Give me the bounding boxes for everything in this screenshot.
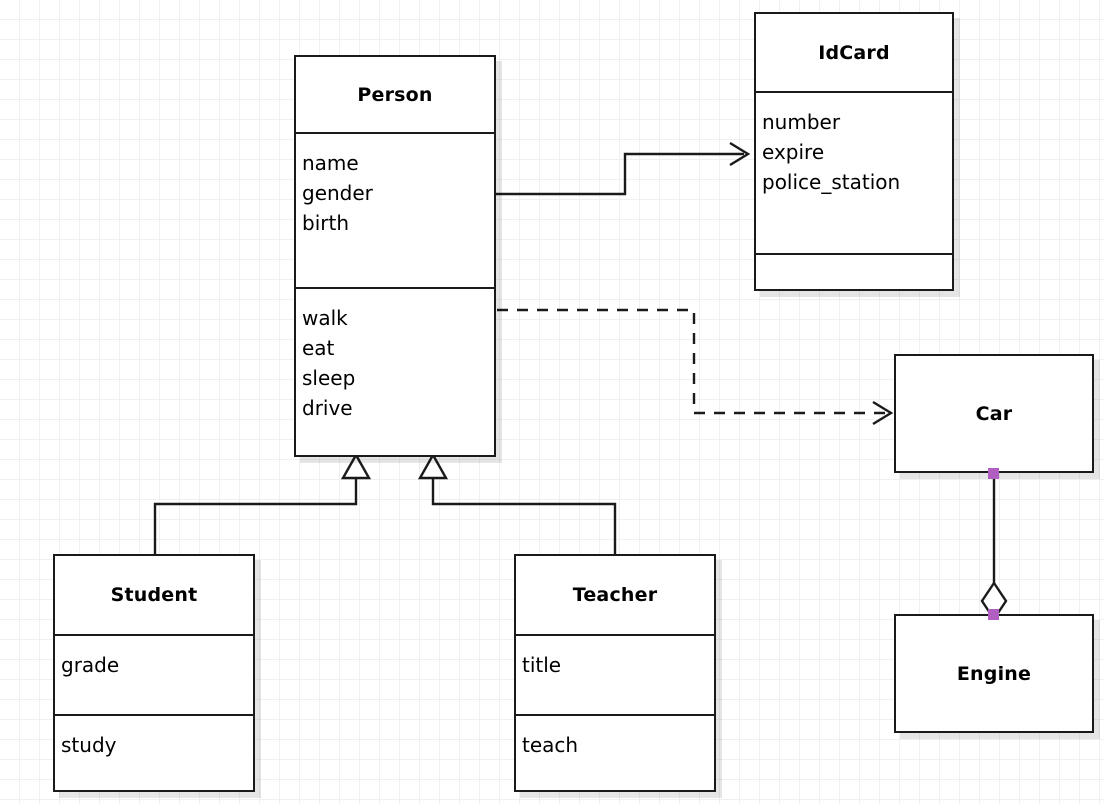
class-attributes-compartment: title [516,634,714,714]
class-box-person[interactable]: Person name gender birth walk eat sleep … [294,55,496,457]
attribute-item: expire [762,140,825,164]
attribute-item: name [302,151,359,175]
method-item: sleep [302,366,356,390]
class-name-idcard: IdCard [818,41,890,64]
edge-handle-engine-end[interactable] [988,609,999,620]
class-attributes-compartment: name gender birth [296,132,494,287]
class-methods-compartment: study [55,714,253,794]
method-item: eat [302,336,335,360]
class-name-car: Car [975,402,1013,425]
edge-student-person[interactable] [153,452,372,554]
edge-person-car[interactable] [497,308,894,426]
class-methods-compartment [756,253,952,289]
class-attributes-compartment: number expire police_station [756,91,952,253]
class-name-teacher: Teacher [572,584,658,606]
edge-car-engine[interactable] [980,473,1008,622]
edge-person-idcard[interactable] [494,141,751,196]
class-box-student[interactable]: Student grade study [53,554,255,792]
class-methods-compartment: walk eat sleep drive [296,287,494,459]
attribute-item: number [762,110,841,134]
class-box-idcard[interactable]: IdCard number expire police_station [754,12,954,291]
method-item: drive [302,396,353,420]
class-name-person: Person [357,83,433,106]
class-box-car[interactable]: Car [894,354,1094,473]
attribute-item: police_station [762,170,901,194]
class-title-compartment: Teacher [516,556,714,634]
edge-handle-car-end[interactable] [988,468,999,479]
attribute-item: title [522,653,562,677]
class-title-compartment: Person [296,57,494,132]
class-attributes-compartment: grade [55,634,253,714]
method-item: walk [302,306,348,330]
class-name-student: Student [110,584,198,606]
class-methods-compartment: teach [516,714,714,794]
edge-teacher-person[interactable] [417,452,617,554]
method-item: study [61,733,117,757]
class-title-compartment: IdCard [756,14,952,91]
attribute-item: birth [302,211,349,235]
class-title-compartment: Student [55,556,253,634]
class-title-compartment: Engine [896,616,1092,731]
class-title-compartment: Car [896,356,1092,471]
class-box-teacher[interactable]: Teacher title teach [514,554,716,792]
attribute-item: grade [61,653,120,677]
class-name-engine: Engine [956,662,1032,685]
class-box-engine[interactable]: Engine [894,614,1094,733]
method-item: teach [522,733,579,757]
attribute-item: gender [302,181,373,205]
